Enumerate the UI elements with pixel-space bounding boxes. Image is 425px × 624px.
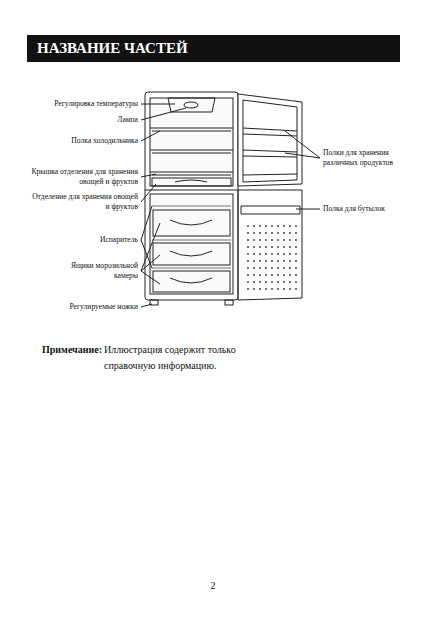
note-heading: Примечание: <box>42 342 112 358</box>
part-label: Регулируемые ножки <box>30 302 138 312</box>
part-label: Регулировка температуры <box>30 99 138 109</box>
section-title: НАЗВАНИЕ ЧАСТЕЙ <box>27 35 400 62</box>
part-label: Испаритель <box>30 235 138 245</box>
part-label: Полка для бутылок <box>323 204 415 214</box>
part-label: Крышка отделения для хранения овощей и ф… <box>30 167 138 187</box>
part-label: Полки для хранения различных продуктов <box>323 148 415 168</box>
part-label: Полка холодильника <box>30 136 138 146</box>
note-text: Иллюстрация содержит только справочную и… <box>104 342 254 374</box>
page-number: 2 <box>206 578 220 594</box>
part-label: Лампа <box>30 115 138 125</box>
part-label: Ящики морозильной камеры <box>60 261 138 281</box>
part-label: Отделение для хранения овощей и фруктов <box>30 192 138 212</box>
